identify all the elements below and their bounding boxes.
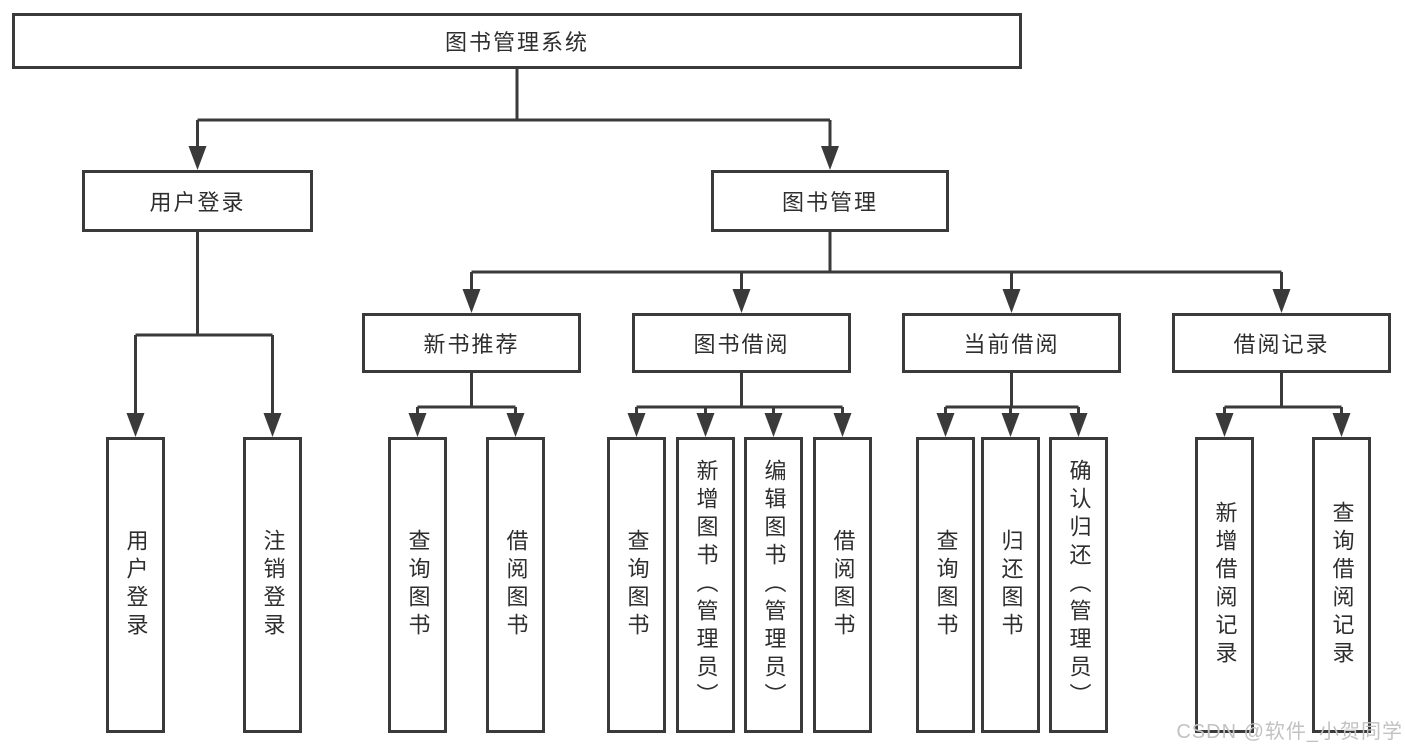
connector-line	[470, 232, 1283, 293]
node-user-login: 用户登录	[82, 170, 313, 232]
arrow-down-icon	[1002, 289, 1021, 313]
leaf-label: 查询图书	[933, 529, 959, 641]
node-borrowing-records: 借阅记录	[1172, 313, 1391, 373]
arrow-down-icon	[764, 413, 783, 437]
leaf-label: 用户登录	[123, 529, 149, 641]
leaf-user-login: 用户登录	[106, 437, 165, 733]
arrow-down-icon	[696, 413, 715, 437]
connector-current-borrowing-children	[936, 373, 1088, 437]
watermark: CSDN @软件_小贺同学	[1176, 721, 1403, 743]
leaf-query-books: 查询图书	[388, 437, 447, 733]
leaf-borrow-books: 借阅图书	[486, 437, 545, 733]
connector-line	[635, 373, 844, 419]
arrow-down-icon	[462, 289, 481, 313]
leaf-label: 编辑图书（管理员）	[761, 459, 787, 711]
leaf-query-borrow-record: 查询借阅记录	[1312, 437, 1371, 733]
arrow-down-icon	[627, 413, 646, 437]
arrow-down-icon	[936, 413, 955, 437]
arrow-down-icon	[732, 289, 751, 313]
connector-user-login-children	[126, 232, 282, 437]
connector-line	[1223, 373, 1343, 419]
arrow-down-icon	[1332, 413, 1351, 437]
arrow-down-icon	[1272, 289, 1291, 313]
connector-root-to-level2	[188, 69, 839, 170]
arrow-down-icon	[833, 413, 852, 437]
connector-book-borrowing-children	[627, 373, 852, 437]
connector-line	[944, 373, 1080, 419]
leaf-label: 注销登录	[260, 529, 286, 641]
leaf-label: 查询借阅记录	[1329, 501, 1355, 669]
leaf-label: 新增借阅记录	[1212, 501, 1238, 669]
connector-book-management-to-level3	[462, 232, 1291, 313]
arrow-down-icon	[821, 146, 839, 170]
leaf-label: 查询图书	[405, 529, 431, 641]
arrow-down-icon	[506, 413, 525, 437]
connector-borrowing-records-children	[1215, 373, 1351, 437]
leaf-label: 查询图书	[624, 529, 650, 641]
leaf-label: 确认归还（管理员）	[1066, 459, 1092, 711]
leaf-logout: 注销登录	[243, 437, 302, 733]
arrow-down-icon	[188, 146, 207, 170]
connector-line	[196, 69, 832, 150]
arrow-down-icon	[1001, 413, 1020, 437]
node-library-system: 图书管理系统	[12, 13, 1022, 69]
arrow-down-icon	[1215, 413, 1234, 437]
leaf-label: 新增图书（管理员）	[693, 459, 719, 711]
leaf-label: 借阅图书	[503, 529, 529, 641]
connector-new-book-recommend-children	[408, 373, 525, 437]
leaf-query-books: 查询图书	[607, 437, 666, 733]
node-current-borrowing: 当前借阅	[902, 313, 1121, 373]
connector-line	[416, 373, 517, 419]
leaf-confirm-return-admin: 确认归还（管理员）	[1049, 437, 1108, 733]
connector-line	[134, 232, 274, 417]
leaf-label: 借阅图书	[830, 529, 856, 641]
leaf-query-books: 查询图书	[916, 437, 975, 733]
node-book-management: 图书管理	[711, 170, 949, 232]
arrow-down-icon	[263, 413, 282, 437]
arrow-down-icon	[1069, 413, 1088, 437]
leaf-return-books: 归还图书	[981, 437, 1040, 733]
leaf-label: 归还图书	[998, 529, 1024, 641]
leaf-borrow-books: 借阅图书	[813, 437, 872, 733]
arrow-down-icon	[126, 413, 145, 437]
node-book-borrowing: 图书借阅	[632, 313, 851, 373]
node-new-book-recommend: 新书推荐	[362, 313, 581, 373]
leaf-add-borrow-record: 新增借阅记录	[1195, 437, 1254, 733]
arrow-down-icon	[408, 413, 427, 437]
leaf-add-books-admin: 新增图书（管理员）	[676, 437, 735, 733]
leaf-edit-books-admin: 编辑图书（管理员）	[744, 437, 803, 733]
